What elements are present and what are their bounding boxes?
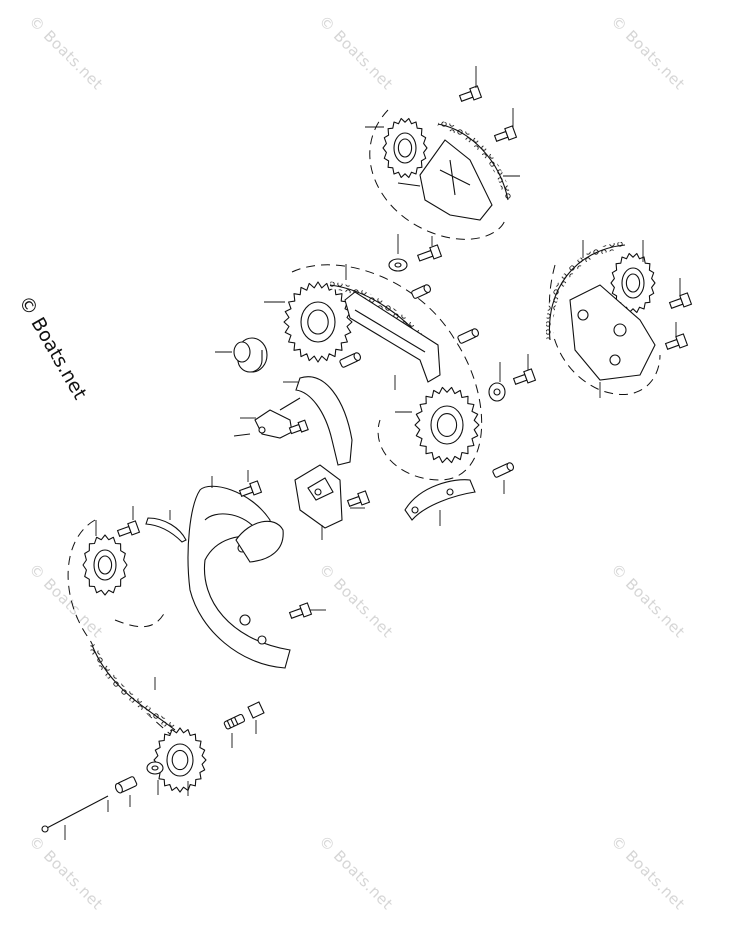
balance-shaft-sprocket <box>82 534 128 596</box>
central-sprocket-group <box>215 234 537 540</box>
timing-chain-section <box>88 643 178 733</box>
dowel-pin <box>457 328 480 344</box>
bolt <box>668 292 693 309</box>
dowel-pin <box>339 352 362 368</box>
tensioner-cover-plate <box>294 464 343 529</box>
tensioner-piston <box>223 713 246 730</box>
tensioner-slipper <box>235 520 284 563</box>
guide-shoe <box>145 517 187 543</box>
cam-sprocket <box>610 252 656 314</box>
intake-cam-sprocket <box>283 281 353 363</box>
tensioner-plug <box>247 701 265 719</box>
chain-tensioner-bracket <box>569 284 656 381</box>
bolt <box>493 125 518 142</box>
exhaust-cam-sprocket <box>414 386 480 464</box>
bolt <box>288 419 309 435</box>
bolt <box>512 368 537 385</box>
chain-guide-rail <box>344 291 441 383</box>
bolt <box>416 244 443 262</box>
crankshaft-sprocket <box>153 727 207 793</box>
bolt <box>116 520 141 537</box>
bolt <box>458 85 483 102</box>
tensioner-bracket-small <box>254 397 301 439</box>
right-cam-sprocket-group <box>545 240 693 398</box>
bushing <box>233 337 268 373</box>
cam-sprocket <box>382 117 428 179</box>
crank-sprocket-group <box>41 470 326 840</box>
dowel-pin <box>411 284 432 299</box>
chain-guide-rail <box>419 139 493 221</box>
upper-cam-sprocket-group <box>365 66 520 240</box>
tensioner-shoe <box>295 376 353 466</box>
dowel-pin <box>492 462 515 478</box>
bolt <box>664 333 689 350</box>
bolt <box>346 490 371 507</box>
crank-key <box>114 776 138 794</box>
bolt <box>288 602 313 619</box>
bolt <box>238 480 263 497</box>
chain-guide-housing <box>187 485 291 669</box>
dipstick-rod <box>44 795 109 830</box>
chain-guide-rail <box>404 479 476 521</box>
